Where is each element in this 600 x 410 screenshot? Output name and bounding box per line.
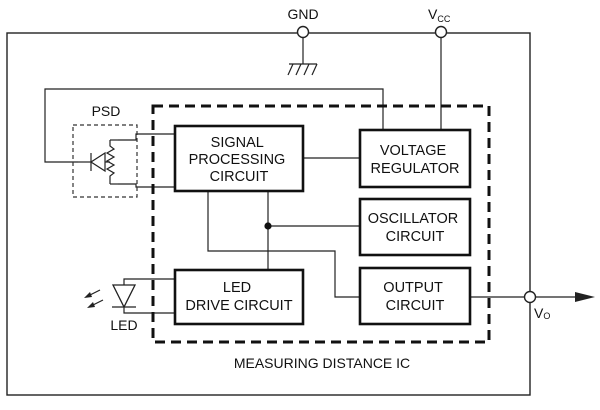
voltage-regulator-label: VOLTAGE REGULATOR <box>371 143 460 177</box>
vo-terminal <box>523 290 537 304</box>
ic-label: MEASURING DISTANCE IC <box>234 355 410 371</box>
ground-icon <box>287 63 318 76</box>
vo-arrow-icon <box>575 292 595 302</box>
led-drive-circuit-box <box>173 268 305 326</box>
ic-boundary <box>151 104 491 344</box>
module-outline <box>6 32 531 396</box>
signal-processing-circuit-label: SIGNAL PROCESSING CIRCUIT <box>189 135 290 185</box>
photodiode-icon <box>78 139 118 185</box>
voltage-regulator-box <box>358 128 472 189</box>
output-circuit-label: OUTPUT CIRCUIT <box>383 280 446 314</box>
gnd-terminal <box>296 25 310 39</box>
vo-label: VO <box>534 305 550 321</box>
signal-processing-circuit-box <box>173 124 305 193</box>
oscillator-circuit-box <box>358 197 472 257</box>
led-icon <box>111 284 137 309</box>
vcc-terminal <box>434 25 448 39</box>
vcc-label: VCC <box>428 6 451 24</box>
junction-dot <box>264 222 272 230</box>
oscillator-circuit-label: OSCILLATOR CIRCUIT <box>368 211 463 245</box>
gnd-label: GND <box>287 6 318 22</box>
led-drive-circuit-label: LED DRIVE CIRCUIT <box>185 280 292 314</box>
wiring <box>44 38 575 314</box>
psd-boundary <box>72 124 138 198</box>
led-light-rays-icon <box>84 289 104 308</box>
output-circuit-box <box>358 266 472 326</box>
psd-label: PSD <box>92 103 121 119</box>
led-label: LED <box>110 317 137 333</box>
